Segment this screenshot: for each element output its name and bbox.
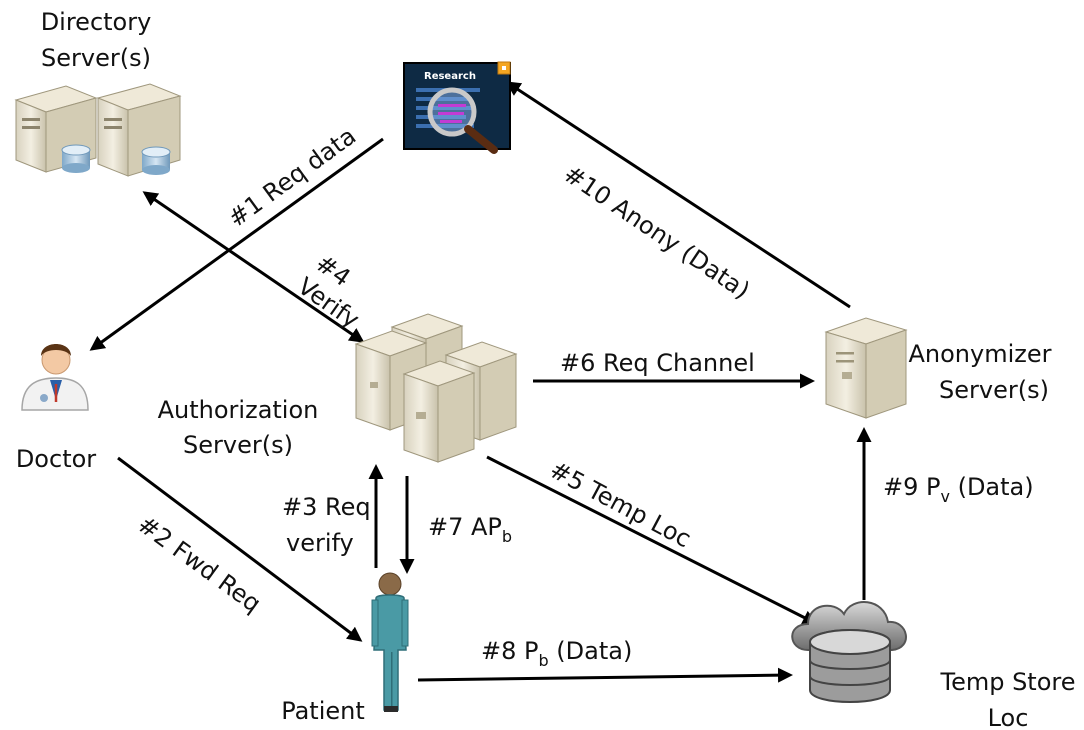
directory-title-line2: Server(s) xyxy=(41,44,151,72)
person-icon xyxy=(371,572,409,712)
anonymizer-servers-node: Anonymizer Server(s) xyxy=(824,317,1052,419)
edge-label-8-sub: b xyxy=(538,651,548,670)
edge-label-9-main: #9 P xyxy=(883,473,940,501)
edge-label-6: #6 Req Channel xyxy=(560,349,755,377)
temp-store-node: Temp Store Loc xyxy=(791,601,1076,730)
research-caption: Research xyxy=(424,71,476,82)
edge-label-3-line2: verify xyxy=(286,529,354,557)
edge-2-fwd-req xyxy=(117,456,363,642)
authorization-title-line2: Server(s) xyxy=(183,431,293,459)
patient-title: Patient xyxy=(281,697,365,725)
edge-label-3-line1: #3 Req xyxy=(282,493,371,521)
edge-label-1: #1 Req data xyxy=(223,122,361,233)
server-cluster-icon xyxy=(354,313,518,463)
anonymizer-title-line1: Anonymizer xyxy=(908,340,1051,368)
edge-label-9-tail: (Data) xyxy=(950,473,1034,501)
edge-label-8-tail: (Data) xyxy=(549,637,633,665)
edge-label-2: #2 Fwd Req xyxy=(132,510,266,618)
directory-title-line1: Directory xyxy=(41,8,152,36)
research-node: Research xyxy=(403,61,511,154)
edge-5-temp-loc xyxy=(486,455,818,625)
authorization-servers-node: Authorization Server(s) xyxy=(158,313,518,463)
doctor-node: Doctor xyxy=(16,344,96,473)
edge-label-7: #7 APb xyxy=(428,513,512,546)
temp-store-title-line1: Temp Store xyxy=(939,668,1075,696)
doctor-icon xyxy=(21,344,89,411)
server-icon xyxy=(824,317,908,419)
edge-label-5: #5 Temp Loc xyxy=(545,456,695,554)
edge-label-9-sub: v xyxy=(940,487,949,506)
edge-label-7-main: #7 AP xyxy=(428,513,502,541)
edge-4-verify xyxy=(142,191,365,343)
research-magnifier-icon: Research xyxy=(403,61,511,154)
edge-10-anony-data xyxy=(505,81,851,309)
patient-node: Patient xyxy=(281,572,409,725)
edge-label-8: #8 Pb (Data) xyxy=(481,637,632,670)
edge-label-7-sub: b xyxy=(502,527,512,546)
edges xyxy=(89,81,872,683)
authorization-title-line1: Authorization xyxy=(158,396,319,424)
temp-store-title-line2: Loc xyxy=(988,704,1029,730)
edge-label-8-main: #8 P xyxy=(481,637,538,665)
doctor-title: Doctor xyxy=(16,445,96,473)
cloud-storage-icon xyxy=(791,601,907,703)
anonymizer-title-line2: Server(s) xyxy=(939,376,1049,404)
edge-label-9: #9 Pv (Data) xyxy=(883,473,1034,506)
directory-servers-node: Directory Server(s) xyxy=(14,8,182,177)
edge-8-pb-data xyxy=(417,667,793,683)
server-with-database-icon xyxy=(14,83,182,177)
